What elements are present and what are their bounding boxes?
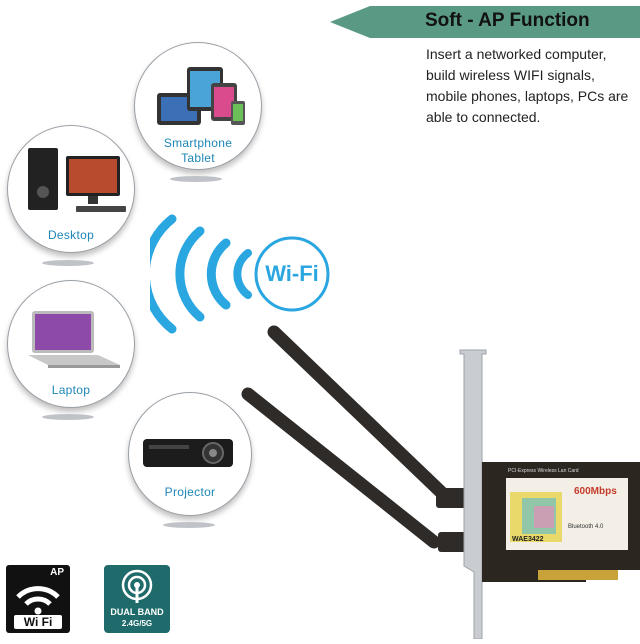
circle-shadow [170, 176, 222, 182]
tablet-label: Tablet [181, 151, 215, 165]
card-speed: 600Mbps [574, 486, 617, 497]
laptop-icon [28, 311, 120, 368]
smartphone-label: Smartphone [163, 136, 233, 150]
banner-title: Soft - AP Function [425, 10, 590, 31]
pcie-card-illustration [241, 325, 640, 640]
soft-ap-banner: Soft - AP Function [330, 6, 640, 38]
antenna-signal-icon [121, 569, 153, 603]
circle-shadow [163, 522, 215, 528]
laptop-label: Laptop [51, 383, 91, 397]
projector-icon [143, 439, 233, 467]
card-header-text: PCI-Express Wireless Lan Card [508, 468, 579, 474]
laptop-circle: Laptop [7, 280, 135, 408]
card-bluetooth: Bluetooth 4.0 [568, 524, 604, 530]
smartphone-tablet-circle: Smartphone Tablet [134, 42, 262, 170]
tablet-phone-icon [157, 67, 245, 125]
wifi-badge-text: Wi Fi [14, 615, 62, 629]
pcie-wifi-card: PCI-Express Wireless Lan Card 600Mbps Bl… [238, 320, 640, 640]
card-model: WAE3422 [512, 536, 544, 543]
dual-band-badge: DUAL BAND 2.4G/5G [104, 565, 170, 633]
dual-band-label: DUAL BAND [110, 607, 164, 617]
desktop-circle: Desktop [7, 125, 135, 253]
ap-wifi-badge: AP Wi Fi [6, 565, 70, 633]
wifi-signal-icon [16, 586, 60, 615]
antenna-upper [267, 325, 486, 508]
desktop-icon [28, 148, 126, 212]
wifi-signal-graphic: Wi-Fi [140, 205, 335, 345]
band-frequency-label: 2.4G/5G [121, 619, 153, 628]
projector-circle: Projector [128, 392, 252, 516]
circle-shadow [42, 260, 94, 266]
ap-badge-text: AP [50, 567, 64, 578]
banner-arrow-shape [330, 6, 640, 38]
wifi-waves-icon [140, 214, 330, 334]
circle-shadow [42, 414, 94, 420]
desktop-label: Desktop [47, 228, 95, 242]
projector-label: Projector [164, 485, 216, 499]
wifi-logo-text: Wi-Fi [265, 261, 319, 286]
banner-description: Insert a networked computer, build wirel… [426, 46, 629, 125]
